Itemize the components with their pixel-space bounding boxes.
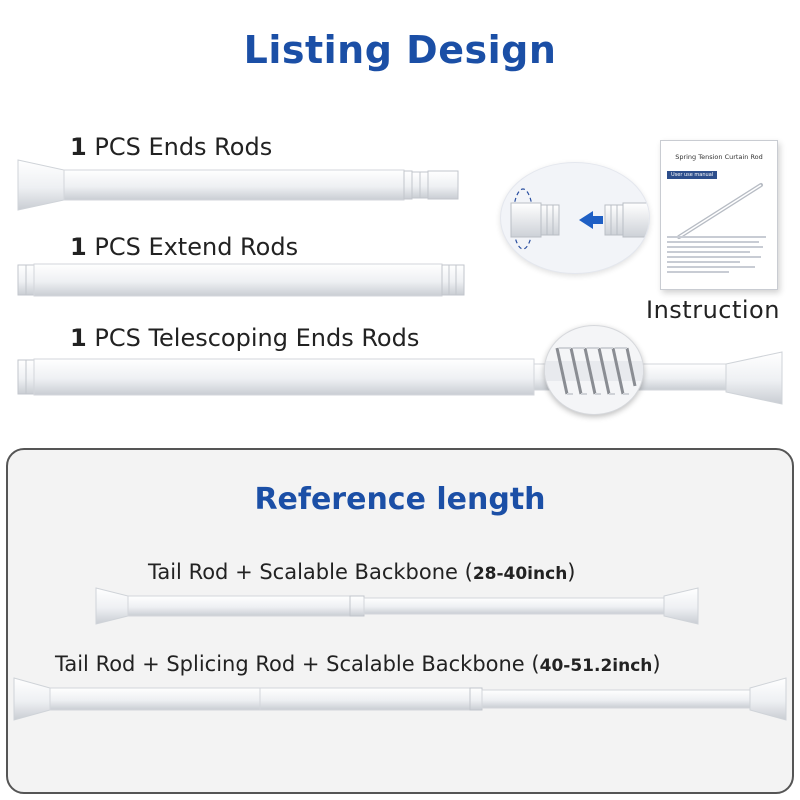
page-title: Listing Design	[243, 28, 557, 72]
manual-text-lines	[667, 236, 771, 276]
component-name: PCS Ends Rods	[94, 133, 273, 161]
reference-rod-long-image	[13, 677, 787, 721]
spring-detail-image	[544, 325, 644, 415]
reference-label-short: Tail Rod + Scalable Backbone (28-40inch)	[148, 560, 576, 584]
reference-label-long: Tail Rod + Splicing Rod + Scalable Backb…	[55, 652, 661, 676]
reference-rod-short-image	[95, 587, 699, 625]
paren-close: )	[567, 560, 576, 584]
arrow-left-icon	[579, 211, 603, 229]
paren-open: (	[457, 560, 473, 584]
reference-text: Tail Rod + Scalable Backbone	[148, 560, 458, 584]
extend-rod-image	[17, 263, 465, 297]
instruction-manual-image: Spring Tension Curtain Rod User use manu…	[660, 140, 778, 290]
reference-length: 28-40inch	[472, 564, 568, 584]
paren-close: )	[652, 652, 661, 676]
component-qty: 1	[70, 233, 87, 261]
component-qty: 1	[70, 324, 87, 352]
ends-rod-image	[17, 159, 459, 211]
component-label-telescoping-rods: 1 PCS Telescoping Ends Rods	[70, 324, 419, 352]
connector-detail-image	[500, 162, 650, 274]
component-qty: 1	[70, 133, 87, 161]
component-label-extend-rods: 1 PCS Extend Rods	[70, 233, 298, 261]
component-name: PCS Extend Rods	[94, 233, 299, 261]
manual-rod-illustration	[677, 183, 763, 239]
reference-title: Reference length	[254, 482, 546, 517]
manual-title: Spring Tension Curtain Rod	[675, 153, 763, 161]
reference-panel	[6, 448, 794, 794]
reference-length: 40-51.2inch	[539, 656, 653, 676]
telescoping-rod-image	[17, 351, 783, 405]
reference-text: Tail Rod + Splicing Rod + Scalable Backb…	[55, 652, 525, 676]
instruction-label: Instruction	[646, 296, 780, 324]
component-name: PCS Telescoping Ends Rods	[94, 324, 420, 352]
component-label-ends-rods: 1 PCS Ends Rods	[70, 133, 272, 161]
manual-badge: User use manual	[667, 171, 718, 179]
paren-open: (	[524, 652, 540, 676]
